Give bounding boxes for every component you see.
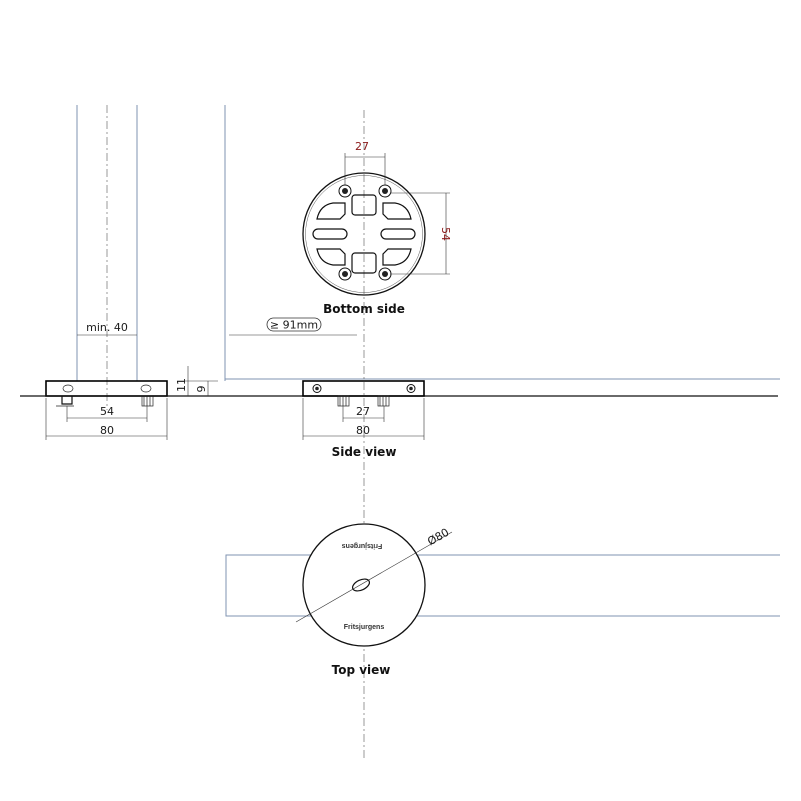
center-hole [351,578,371,592]
brand-mark-bottom: Fritsjurgens [344,624,385,631]
arm-bottom-left [316,248,346,266]
pocket-bottom [351,252,377,274]
caption-bottom-side: Bottom side [323,302,405,316]
bottom-disc-inner [305,175,423,293]
dim-label-80: 80 [100,424,114,437]
left-section-view: min. 40 54 80 [45,105,168,440]
dim-line-diameter [295,531,453,623]
screw-icon [378,184,392,198]
top-view: Ø80 Fritsjurgens Fritsjurgens Top view [225,523,780,677]
arm-top-left [316,202,346,220]
bracket-left [61,396,73,405]
side-screw-left [312,384,322,393]
screw-icon [378,267,392,281]
glass-plan-outline [225,554,780,617]
dim-label-bottom-54: 54 [439,227,452,241]
pivot-body [45,380,168,397]
dim-label-diameter: Ø80 [425,526,451,549]
door-elevation: ≥ 91mm [224,105,780,381]
pocket-top [351,194,377,216]
grub-screw-left [337,395,350,407]
top-disc [302,523,426,647]
side-body [302,380,425,397]
bottom-side-view: 27 54 Bottom side [302,140,452,316]
caption-side-view: Side view [332,445,397,459]
screw-icon [338,267,352,281]
dim-label-min40: min. 40 [86,321,128,334]
arm-bottom-right [382,248,412,266]
door-outline [224,105,780,380]
arm-top-right [382,202,412,220]
screw-icon [338,184,352,198]
dim-label-54: 54 [100,405,114,418]
dim-label-side-80: 80 [356,424,370,437]
side-view: 27 80 Side view [302,380,425,459]
dim-label-91: ≥ 91mm [270,319,318,332]
side-screw-right [406,384,416,393]
bottom-disc-outer [302,172,426,296]
dim-label-9: 9 [195,386,208,393]
dim-label-side-27: 27 [356,405,370,418]
dim-label-11: 11 [175,378,188,392]
dim-label-bottom-27: 27 [355,140,369,153]
screw-hole-left [62,384,74,393]
dim-badge-91 [266,317,322,332]
slot-right [380,228,416,240]
slot-left [312,228,348,240]
brand-mark-top: Fritsjurgens [342,542,383,549]
screw-hole-right [140,384,152,393]
grub-screw-right [377,395,390,407]
height-dimensions: 11 9 [175,366,218,396]
caption-top-view: Top view [332,663,391,677]
